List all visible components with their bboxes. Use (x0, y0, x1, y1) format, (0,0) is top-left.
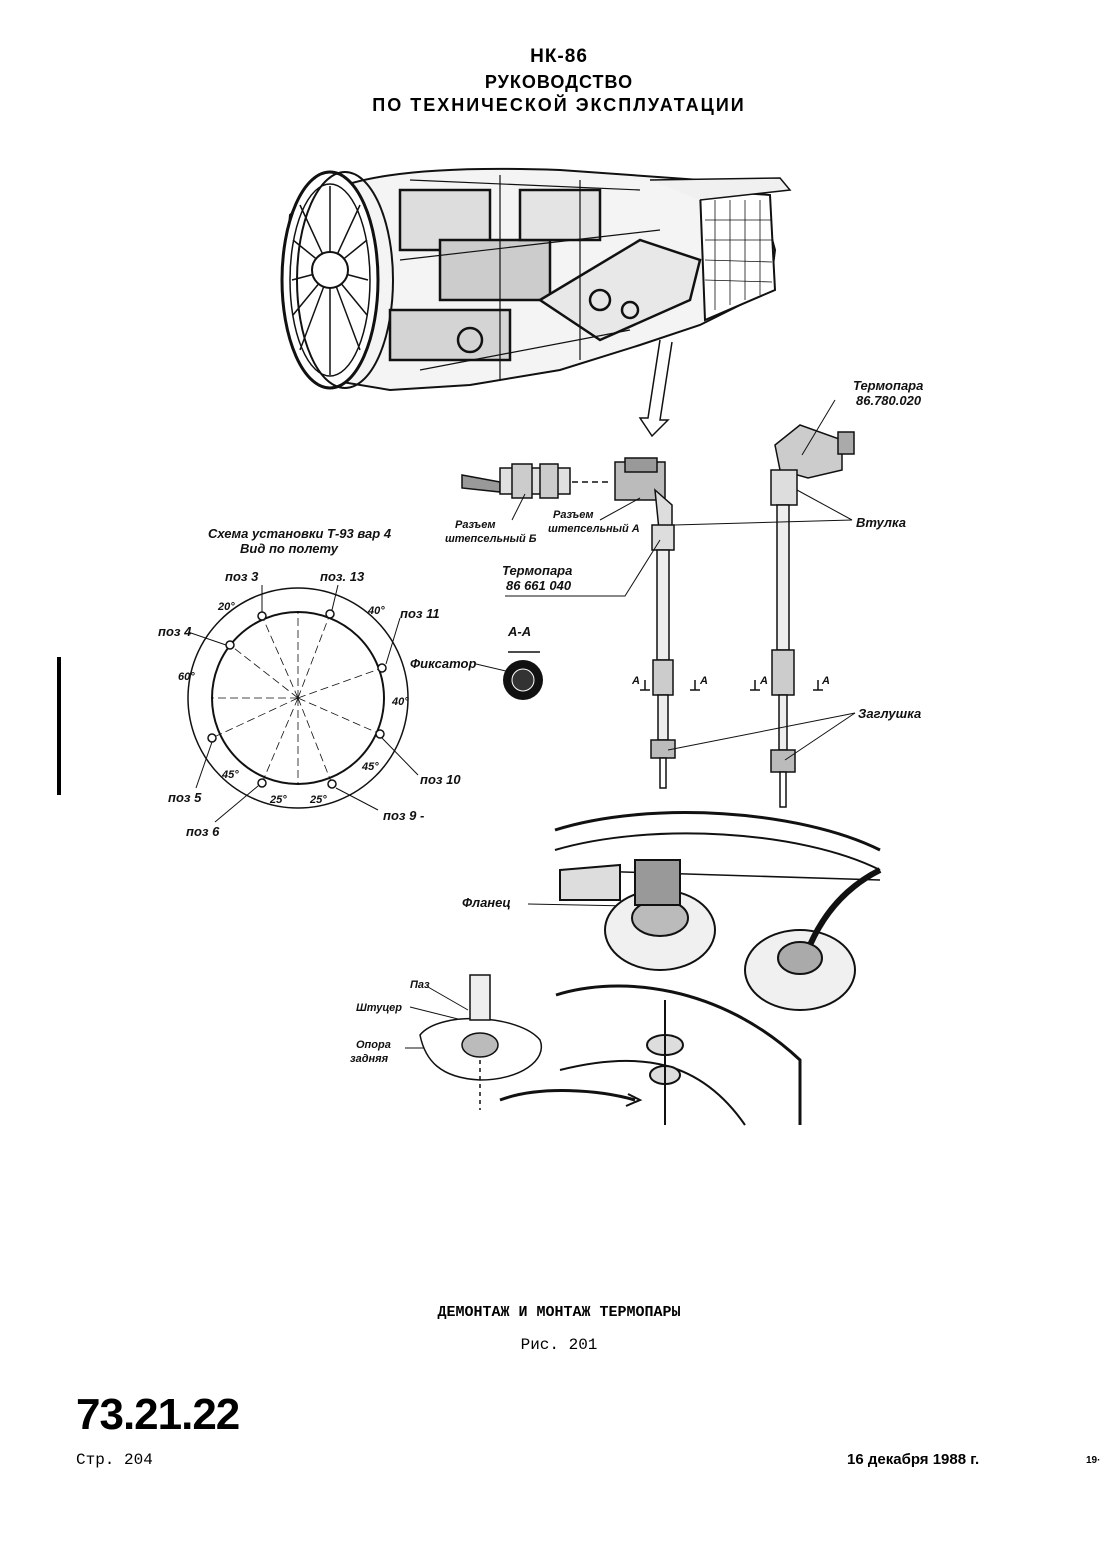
rear-support-detail (419, 974, 643, 1110)
scheme-line2: Вид по полету (240, 541, 339, 556)
position-6: поз 6 (186, 824, 220, 839)
thermocouple-probe-right (770, 424, 855, 808)
section-mark-a3: А (759, 675, 768, 687)
figure-caption-number: Рис. 201 (520, 1336, 598, 1354)
page-number: Стр. 204 (76, 1451, 153, 1469)
angle-60: 60° (178, 671, 195, 683)
connector-b-line2: штепсельный Б (445, 533, 537, 545)
thermocouple-top-number: 86.780.020 (856, 393, 922, 408)
manual-title-line2: ПО ТЕХНИЧЕСКОЙ ЭКСПЛУАТАЦИИ (372, 95, 746, 115)
angle-20: 20° (217, 601, 235, 613)
fitting-label: Штуцер (356, 1002, 402, 1014)
position-13: поз. 13 (320, 569, 365, 584)
section-mark-a2: А (699, 675, 708, 687)
scheme-line1: Схема установки Т-93 вар 4 (208, 526, 392, 541)
thermocouple-figure: А А А А (158, 167, 923, 1126)
thermocouple-probe-left (650, 524, 676, 789)
installation-scheme (187, 584, 419, 823)
position-10: поз 10 (420, 772, 461, 787)
thermocouple-top-title: Термопара (853, 378, 923, 393)
position-5: поз 5 (168, 790, 202, 805)
lock-label: Фиксатор (410, 656, 476, 671)
rear-support-line2: задняя (350, 1053, 389, 1065)
angle-45-left: 45° (221, 769, 239, 781)
section-a-a-view (503, 651, 543, 700)
revision-bar (57, 657, 61, 795)
flange-label: Фланец (462, 895, 511, 910)
section-mark-a4: А (821, 675, 830, 687)
view-arrow (638, 339, 673, 438)
corner-mark: 19· (1086, 1455, 1101, 1466)
manual-title-line1: РУКОВОДСТВО (484, 72, 634, 92)
position-4: поз 4 (158, 624, 192, 639)
section-marks (640, 680, 823, 691)
revision-date: 16 декабря 1988 г. (847, 1451, 980, 1468)
bushing-label: Втулка (856, 515, 906, 530)
connector-a-line2: штепсельный А (548, 523, 640, 535)
connector-a-line1: Разъем (553, 509, 594, 521)
connector-b-line1: Разъем (455, 519, 496, 531)
document-number: 73.21.22 (76, 1390, 240, 1439)
angle-40-right: 40° (391, 696, 409, 708)
angle-45-right: 45° (361, 761, 379, 773)
angle-25-right: 25° (309, 794, 327, 806)
engine-illustration (280, 167, 792, 392)
manual-model: НК-86 (530, 46, 588, 67)
position-9: поз 9 - (383, 808, 424, 823)
thermocouple-mid-number: 86 661 040 (506, 578, 572, 593)
position-3: поз 3 (225, 569, 259, 584)
plug-label: Заглушка (858, 706, 921, 721)
position-11: поз 11 (400, 606, 440, 621)
groove-label: Паз (410, 979, 430, 991)
rear-support-line1: Опора (356, 1039, 391, 1051)
section-mark-a1: А (631, 675, 640, 687)
casing-assembly (554, 811, 882, 1126)
figure-caption-title: ДЕМОНТАЖ И МОНТАЖ ТЕРМОПАРЫ (437, 1304, 681, 1321)
angle-25-left: 25° (269, 794, 287, 806)
section-a-a-label: А-А (507, 624, 531, 639)
thermocouple-mid-title: Термопара (502, 563, 572, 578)
angle-40-top: 40° (367, 605, 385, 617)
